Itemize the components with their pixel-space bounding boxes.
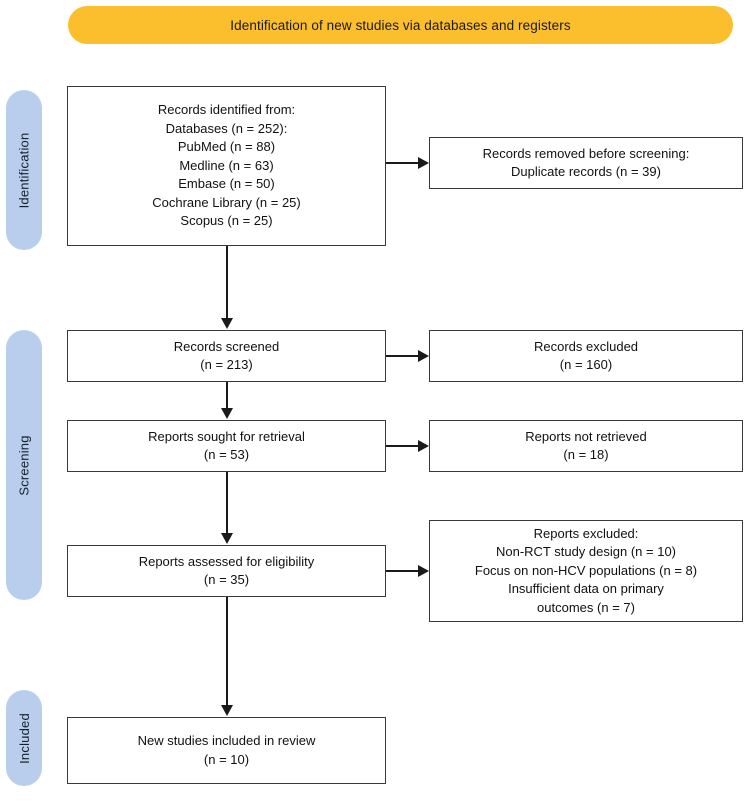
box-reports-assessed: Reports assessed for eligibility (n = 35…	[67, 545, 386, 597]
box-line: Records screened	[173, 338, 280, 354]
box-line: (n = 18)	[563, 447, 609, 462]
box-line: Medline (n = 63)	[179, 157, 274, 173]
arrowhead-sought-to-assessed	[220, 533, 233, 544]
stage-label-included: Included	[6, 690, 42, 786]
connector-screened-to-sought	[226, 382, 228, 408]
box-line: New studies included in review	[137, 733, 316, 748]
connector-screened-to-excluded	[386, 355, 418, 357]
stage-label-included-text: Included	[16, 712, 32, 764]
stage-label-screening: Screening	[6, 330, 42, 600]
box-line: Records identified from:	[157, 102, 296, 118]
diagram-header-title: Identification of new studies via databa…	[230, 17, 571, 33]
box-records-screened: Records screened (n = 213)	[67, 330, 386, 382]
box-line: Cochrane Library (n = 25)	[152, 194, 301, 210]
box-reports-not-retrieved: Reports not retrieved (n = 18)	[429, 420, 743, 472]
box-line: Non-RCT study design (n = 10)	[495, 544, 677, 560]
box-line: (n = 213)	[200, 357, 253, 372]
box-records-excluded: Records excluded (n = 160)	[429, 330, 743, 382]
stage-label-screening-text: Screening	[16, 434, 32, 496]
connector-identified-to-screened	[226, 246, 228, 318]
arrowhead-assessed-to-included	[220, 705, 233, 716]
box-line: Reports excluded:	[533, 525, 639, 541]
stage-label-identification-text: Identification	[16, 132, 32, 208]
arrowhead-sought-to-notretrieved	[418, 439, 429, 452]
box-line: Duplicate records (n = 39)	[511, 164, 661, 179]
connector-sought-to-notretrieved	[386, 445, 418, 447]
box-line: PubMed (n = 88)	[177, 139, 276, 155]
box-line: Reports sought for retrieval	[148, 428, 305, 444]
box-reports-sought: Reports sought for retrieval (n = 53)	[67, 420, 386, 472]
arrowhead-assessed-to-reportsexcluded	[418, 564, 429, 577]
box-line: outcomes (n = 7)	[537, 599, 635, 615]
box-line: (n = 35)	[203, 572, 250, 587]
box-line: Databases (n = 252):	[165, 120, 288, 136]
box-line: (n = 10)	[203, 751, 250, 767]
box-line: Records removed before screening:	[482, 145, 690, 161]
box-line: Reports assessed for eligibility	[138, 553, 315, 569]
box-studies-included: New studies included in review (n = 10)	[67, 717, 386, 784]
box-line: (n = 160)	[559, 357, 613, 372]
box-line: Insufficient data on primary	[508, 581, 664, 597]
box-records-identified: Records identified from: Databases (n = …	[67, 86, 386, 246]
box-line: Embase (n = 50)	[178, 176, 275, 192]
box-reports-excluded: Reports excluded: Non-RCT study design (…	[429, 520, 743, 622]
box-records-removed: Records removed before screening: Duplic…	[429, 137, 743, 189]
arrowhead-screened-to-sought	[220, 408, 233, 419]
box-line: Focus on non-HCV populations (n = 8)	[474, 562, 698, 578]
arrowhead-identified-to-removed	[418, 156, 429, 169]
arrowhead-screened-to-excluded	[418, 349, 429, 362]
connector-sought-to-assessed	[226, 472, 228, 533]
connector-assessed-to-included	[226, 597, 228, 705]
diagram-header-banner: Identification of new studies via databa…	[68, 6, 733, 44]
box-line: Scopus (n = 25)	[180, 213, 273, 229]
connector-identified-to-removed	[386, 162, 418, 164]
stage-label-identification: Identification	[6, 90, 42, 250]
box-line: Reports not retrieved	[525, 428, 647, 444]
connector-assessed-to-reportsexcluded	[386, 570, 418, 572]
arrowhead-identified-to-screened	[220, 318, 233, 329]
box-line: (n = 53)	[203, 447, 250, 462]
box-line: Records excluded	[533, 338, 639, 354]
